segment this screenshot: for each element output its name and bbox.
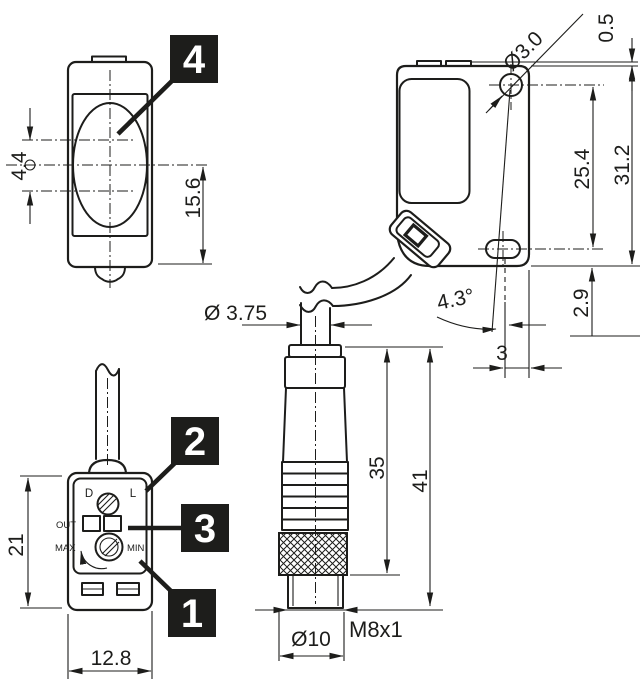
connector-taper [282,387,348,463]
dim-thread-text: M8x1 [349,617,403,642]
dim-hole-diameter: Ø3.0 [485,13,584,114]
connector-ribs [281,461,349,531]
connector-knurl [278,532,348,576]
panel-min-label: MIN [127,543,145,554]
dim-hole-diameter-text: Ø3.0 [499,27,547,75]
dim-housing-height-text: 31.2 [611,145,634,186]
dim-knurl-diameter-text: Ø10 [291,628,331,651]
rear-view: D L OUT MAX MIN 21 [5,363,229,679]
callout-lens-leader [116,75,178,136]
dim-axis-to-bottom-text: 15.6 [182,178,205,219]
output-indicator-left [82,515,101,532]
dim-length-to-knurl-text: 35 [366,456,389,479]
adjuster-rotation-arrow [79,550,108,570]
callout-lens: 4 [116,35,218,136]
front-top-tab [91,55,127,63]
callout-housing: 2 [144,417,219,493]
dim-rear-width: 12.8 [67,611,153,679]
cable-curve-inner [332,274,412,307]
dim-slot-to-rear-text: 3 [496,342,508,365]
cable-break-upper [299,280,333,294]
rear-mounting-slots [81,582,140,596]
front-view: 4.4 15.6 4 [6,35,218,288]
mode-switch-screw[interactable] [96,492,120,516]
dim-thread: M8x1 [255,606,443,642]
dim-lens-axis-spacing-text: 4.4 [8,151,31,181]
front-center-mark [24,159,36,171]
callout-housing-box [171,417,219,465]
dim-slot-to-bottom: 2.9 [570,267,640,337]
connector-thread [287,574,344,609]
dim-cable-diameter-text: Ø 3.75 [204,302,267,325]
dim-cable-diameter: Ø 3.75 [204,302,372,329]
callout-lens-box [170,35,218,83]
panel-out-label: OUT [56,520,76,531]
tilt-line [491,89,511,333]
cable-break-lower [299,299,334,313]
rear-housing-outline [66,471,154,612]
rear-cable [95,368,120,460]
dim-hole-to-slot: 25.4 [571,86,597,248]
sensitivity-adjuster-screw[interactable] [79,532,124,570]
rear-cable-boot [87,458,128,475]
dim-slot-to-bottom-text: 2.9 [570,288,593,317]
dim-slot-to-rear: 3 [473,342,562,372]
dim-hole-to-slot-text: 25.4 [571,148,594,189]
callout-adjuster-label: 1 [181,592,203,636]
callout-indicators: 3 [128,504,229,552]
dim-tab-height: 0.5 [472,13,638,91]
cable-gland [388,209,452,269]
callout-adjuster: 1 [138,559,216,637]
panel-light-label: L [130,488,137,500]
side-front-module [398,78,471,204]
cable-curve-outer [331,257,395,289]
panel-max-label: MAX [55,543,76,554]
rear-cable-break [95,363,120,377]
dim-lens-axis-spacing: 4.4 [8,108,34,224]
dim-knurl-diameter: Ø10 [278,612,345,661]
connector-upper-grip [284,356,346,389]
side-top-tabs [416,60,472,67]
connector-cable [300,302,331,346]
output-indicator-right [103,515,122,532]
dim-rear-height: 21 [5,475,62,609]
dim-length-to-knurl: 35 [366,348,391,574]
callout-adjuster-box [168,589,216,637]
dim-rear-width-text: 12.8 [91,647,132,670]
connector-view: Ø 3.75 35 41 M8x1 Ø10 [204,280,443,661]
callout-housing-leader [144,461,177,493]
dim-rear-height-text: 21 [5,533,28,556]
callout-lens-label: 4 [183,38,206,82]
callout-indicators-box [181,504,229,552]
dim-housing-height: 31.2 [531,67,640,267]
callout-indicators-label: 3 [194,507,216,551]
callout-adjuster-leader [138,559,174,594]
panel-dark-label: D [85,488,93,500]
dim-tilt-angle-text: 4.3° [435,284,477,314]
dim-total-length: 41 [409,348,434,607]
callout-housing-label: 2 [184,420,206,464]
side-view: 0.5 Ø3.0 25.4 31.2 2.9 4.3° [331,13,640,378]
dim-tab-height-text: 0.5 [595,13,618,42]
dim-total-length-text: 41 [409,469,432,492]
dim-axis-to-bottom: 15.6 [158,166,212,265]
